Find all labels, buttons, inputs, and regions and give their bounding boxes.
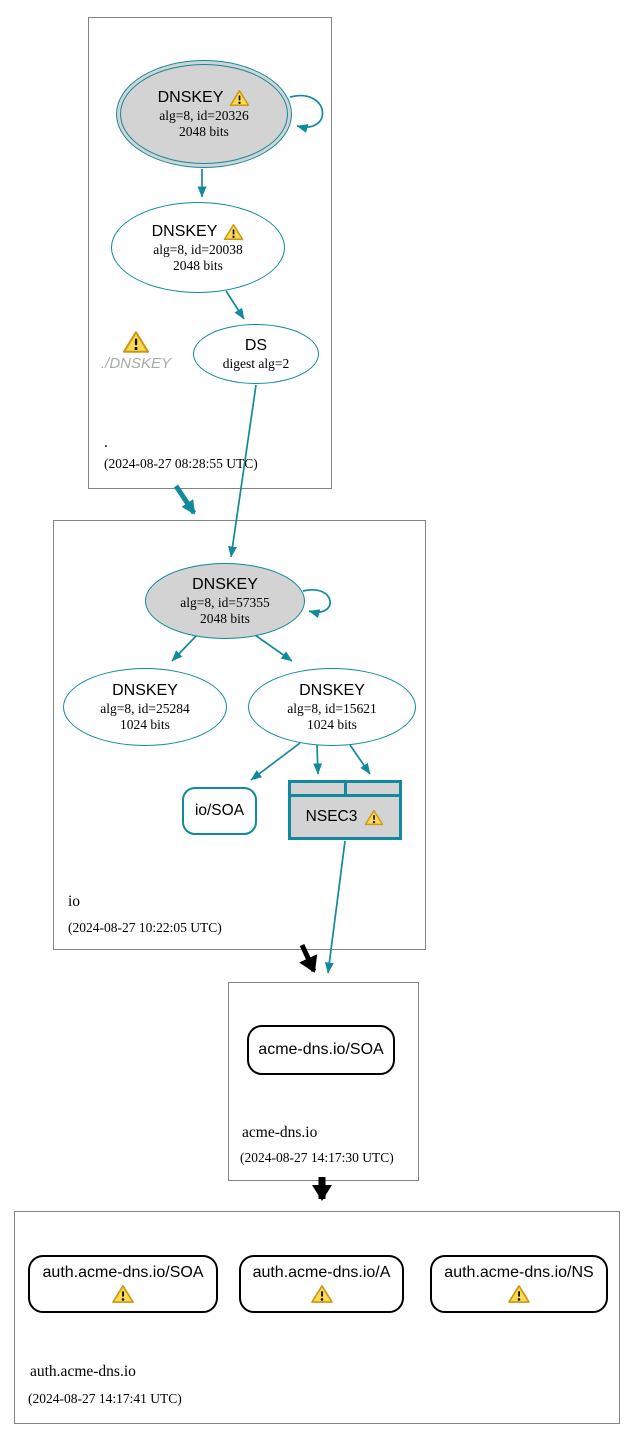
warning-icon — [365, 809, 384, 825]
node-dnskey-io-zsk2: DNSKEY alg=8, id=15621 1024 bits — [248, 668, 416, 746]
warning-icon — [224, 223, 244, 240]
warning-icon — [508, 1285, 530, 1303]
nsec3-salt-cells — [291, 783, 399, 794]
zone-timestamp-auth-acme-dns-io: (2024-08-27 14:17:41 UTC) — [28, 1391, 182, 1406]
node-title: DNSKEY — [112, 682, 178, 699]
node-title: DS — [244, 337, 268, 354]
zone-label-root: . — [104, 434, 108, 451]
warning-icon — [122, 331, 150, 353]
zone-label-auth-acme-dns-io: auth.acme-dns.io — [30, 1363, 136, 1380]
node-title: DNSKEY — [157, 89, 224, 106]
error-label-text: ./DNSKEY — [100, 355, 172, 372]
node-dnskey-root-ksk: DNSKEY alg=8, id=20326 2048 bits — [116, 60, 292, 168]
error-root-dnskey: ./DNSKEY — [98, 330, 174, 372]
node-detail: alg=8, id=20326 — [159, 108, 249, 123]
nsec3-label: NSEC3 — [305, 808, 358, 825]
warning-icon — [230, 89, 250, 107]
rrset-label: auth.acme-dns.io/A — [252, 1264, 391, 1281]
node-detail: digest alg=2 — [222, 356, 290, 371]
zone-timestamp-acme-dns-io: (2024-08-27 14:17:30 UTC) — [240, 1150, 394, 1165]
node-detail: 2048 bits — [200, 611, 250, 626]
node-nsec3: NSEC3 — [288, 780, 402, 840]
node-rrset-acme-dns-io-soa: acme-dns.io/SOA — [247, 1025, 395, 1075]
node-title: DNSKEY — [192, 576, 258, 593]
node-detail: 1024 bits — [120, 717, 170, 732]
node-detail: 1024 bits — [307, 717, 357, 732]
warning-icon — [310, 1285, 333, 1303]
node-dnskey-io-ksk: DNSKEY alg=8, id=57355 2048 bits — [145, 563, 305, 639]
node-dnskey-root-zsk: DNSKEY alg=8, id=20038 2048 bits — [111, 202, 285, 293]
node-title: DNSKEY — [299, 682, 365, 699]
zone-timestamp-root: (2024-08-27 08:28:55 UTC) — [104, 456, 258, 471]
rrset-label: auth.acme-dns.io/NS — [444, 1264, 594, 1281]
node-rrset-auth-soa: auth.acme-dns.io/SOA — [28, 1255, 218, 1313]
rrset-label: acme-dns.io/SOA — [258, 1041, 384, 1058]
nsec3-cell — [346, 783, 399, 794]
zone-label-acme-dns-io: acme-dns.io — [242, 1124, 318, 1141]
edge-delegation-root-io — [173, 484, 197, 515]
rrset-label: auth.acme-dns.io/SOA — [42, 1264, 204, 1281]
node-detail: alg=8, id=57355 — [180, 595, 270, 610]
ksk-double-ring — [120, 64, 288, 164]
node-detail: alg=8, id=15621 — [287, 701, 377, 716]
node-rrset-io-soa: io/SOA — [182, 787, 257, 835]
warning-icon — [112, 1285, 134, 1303]
zone-box-acme-dns-io — [228, 982, 419, 1181]
zone-label-io: io — [68, 893, 81, 910]
node-rrset-auth-a: auth.acme-dns.io/A — [239, 1255, 404, 1313]
node-detail: alg=8, id=20038 — [153, 241, 243, 257]
node-rrset-auth-ns: auth.acme-dns.io/NS — [430, 1255, 608, 1313]
zone-box-auth-acme-dns-io — [14, 1211, 620, 1424]
node-detail: 2048 bits — [179, 124, 229, 139]
node-dnskey-io-zsk1: DNSKEY alg=8, id=25284 1024 bits — [63, 668, 227, 746]
zone-timestamp-io: (2024-08-27 10:22:05 UTC) — [68, 920, 222, 935]
rrset-label: io/SOA — [194, 802, 245, 819]
node-detail: 2048 bits — [173, 257, 223, 273]
node-title: DNSKEY — [151, 222, 218, 240]
nsec3-cell — [291, 783, 344, 794]
node-ds: DS digest alg=2 — [193, 324, 319, 384]
node-detail: alg=8, id=25284 — [100, 701, 190, 716]
